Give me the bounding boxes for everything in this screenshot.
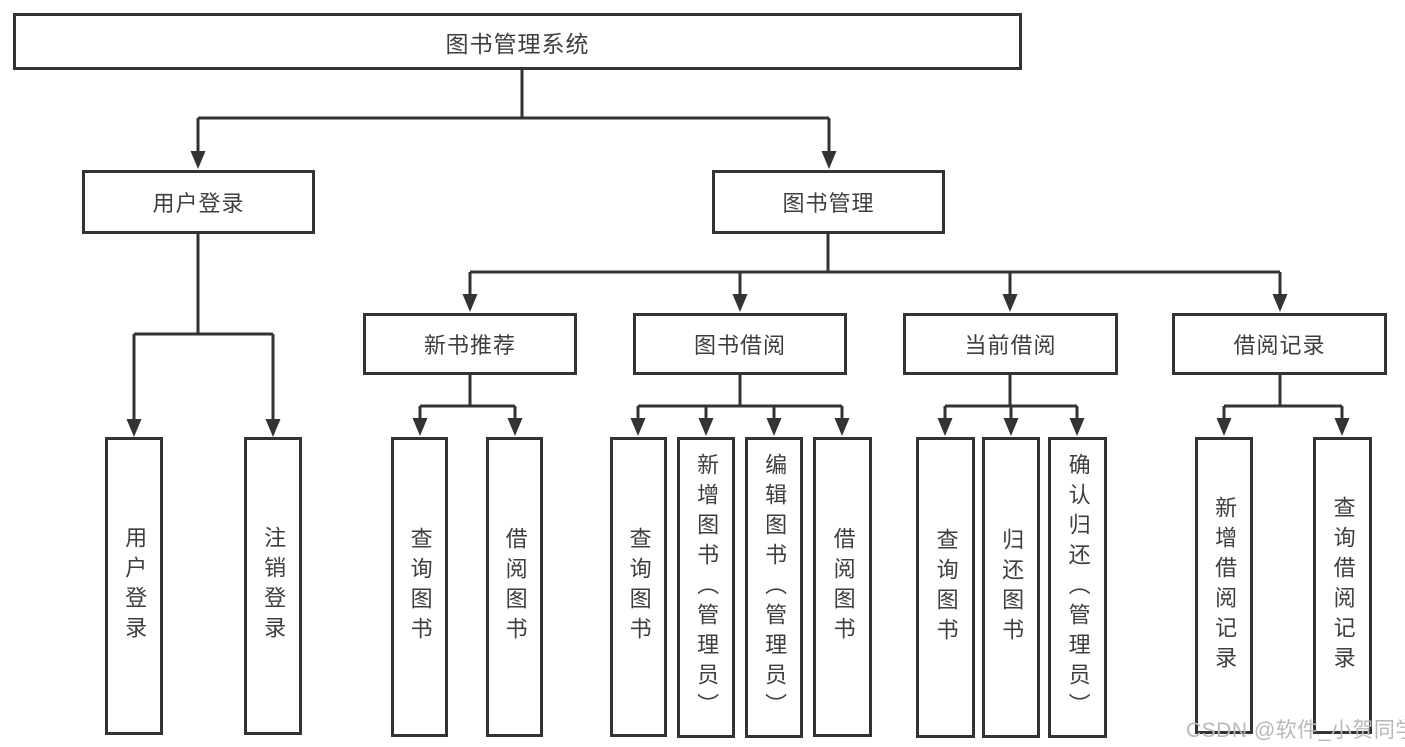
- leaf-label: 确认归还（管理员）: [1065, 452, 1091, 723]
- node-label: 新书推荐: [423, 333, 516, 358]
- node-book-borrowing: 图书借阅: [633, 313, 847, 375]
- leaf-query-borrow-record: 查询借阅记录: [1313, 437, 1372, 734]
- node-label: 借阅记录: [1233, 333, 1326, 358]
- leaf-label: 查询图书: [933, 527, 959, 648]
- watermark: CSDN @软件_小贺同学: [1186, 719, 1405, 742]
- leaf-label: 借阅图书: [830, 527, 856, 647]
- leaf-query-books-1: 查询图书: [391, 437, 448, 737]
- leaf-borrow-books-2: 借阅图书: [813, 437, 872, 737]
- node-library-management-system: 图书管理系统: [13, 13, 1022, 70]
- node-label: 用户登录: [152, 191, 245, 216]
- leaf-label: 新增图书（管理员）: [694, 452, 720, 723]
- node-label: 当前借阅: [964, 333, 1057, 358]
- node-current-borrowing: 当前借阅: [903, 313, 1118, 375]
- leaf-label: 查询借阅记录: [1330, 495, 1356, 676]
- node-user-login: 用户登录: [82, 170, 315, 234]
- leaf-borrow-books-1: 借阅图书: [486, 437, 543, 737]
- leaf-confirm-return-admin: 确认归还（管理员）: [1048, 437, 1107, 738]
- node-book-management: 图书管理: [712, 170, 945, 234]
- leaf-return-book: 归还图书: [982, 437, 1040, 738]
- leaf-add-book-admin: 新增图书（管理员）: [677, 437, 735, 738]
- leaf-label: 查询图书: [626, 527, 652, 647]
- leaf-query-books-3: 查询图书: [916, 437, 975, 738]
- leaf-label: 编辑图书（管理员）: [762, 452, 788, 723]
- leaf-label: 借阅图书: [502, 527, 528, 647]
- leaf-label: 归还图书: [999, 527, 1025, 648]
- leaf-edit-book-admin: 编辑图书（管理员）: [745, 437, 803, 738]
- leaf-label: 查询图书: [407, 527, 433, 647]
- node-label: 图书管理: [782, 191, 875, 216]
- node-label: 图书管理系统: [445, 30, 590, 57]
- node-label: 图书借阅: [693, 333, 786, 358]
- node-borrowing-records: 借阅记录: [1172, 313, 1387, 375]
- node-new-book-recommendation: 新书推荐: [363, 313, 577, 375]
- leaf-user-login: 用户登录: [105, 437, 163, 735]
- leaf-label: 用户登录: [122, 526, 148, 646]
- leaf-add-borrow-record: 新增借阅记录: [1195, 437, 1253, 734]
- leaf-label: 新增借阅记录: [1212, 495, 1238, 676]
- leaf-label: 注销登录: [261, 526, 287, 646]
- leaf-logout: 注销登录: [244, 437, 302, 735]
- leaf-query-books-2: 查询图书: [610, 437, 667, 737]
